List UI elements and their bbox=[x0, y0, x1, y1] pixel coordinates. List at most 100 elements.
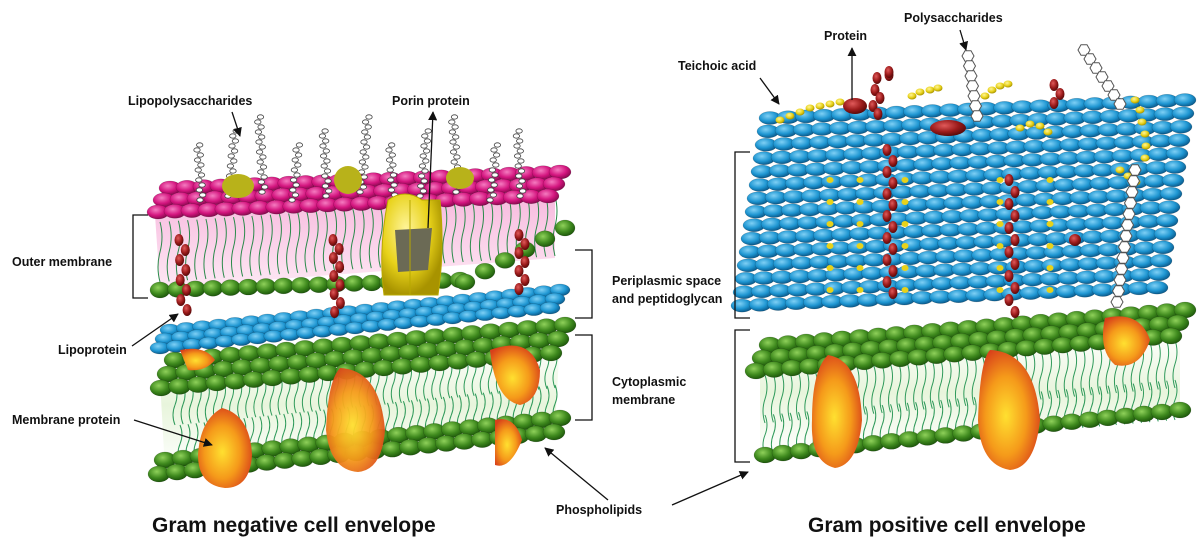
lps-sugar-bead bbox=[418, 184, 424, 188]
lps-sugar-bead bbox=[229, 144, 235, 148]
lipoprotein-bead bbox=[181, 244, 190, 256]
teichoic-bead bbox=[827, 243, 834, 249]
label-phospholipids: Phospholipids bbox=[556, 503, 642, 517]
lps-sugar-bead bbox=[361, 140, 367, 144]
lps-sugar-bead bbox=[516, 184, 522, 188]
lps-sugar-bead bbox=[454, 155, 460, 159]
lps-sugar-bead bbox=[422, 134, 428, 138]
lps-sugar-bead bbox=[258, 125, 264, 129]
lps-sugar-bead bbox=[363, 155, 369, 159]
lps-sugar-bead bbox=[389, 143, 395, 147]
lps-sugar-bead bbox=[364, 135, 370, 139]
lps-sugar-bead bbox=[231, 149, 237, 153]
lps-sugar-bead bbox=[520, 189, 526, 193]
wall-protein-bead bbox=[1011, 186, 1020, 198]
wall-protein-bead bbox=[883, 232, 892, 244]
teichoic-bead bbox=[827, 199, 834, 205]
lps-sugar-bead bbox=[291, 168, 297, 172]
lps-sugar-bead bbox=[419, 164, 425, 168]
lps-sugar-bead bbox=[425, 129, 431, 133]
lps-sugar-bead bbox=[487, 198, 493, 202]
lps-sugar-bead bbox=[449, 130, 455, 134]
lps-head bbox=[537, 189, 559, 203]
peptidoglycan-unit bbox=[1172, 107, 1194, 120]
teichoic-bead bbox=[997, 287, 1004, 293]
teichoic-bead bbox=[1036, 123, 1045, 130]
lps-sugar-bead bbox=[451, 160, 457, 164]
lipoprotein-bead bbox=[183, 304, 192, 316]
wall-protein-lump bbox=[930, 120, 966, 136]
outer-protein-lump bbox=[334, 166, 362, 194]
peptidoglycan-unit bbox=[1156, 214, 1178, 227]
teichoic-bead bbox=[1141, 131, 1150, 138]
peptidoglycan-unit bbox=[1162, 174, 1184, 187]
peptidoglycan-unit bbox=[1170, 120, 1192, 133]
teichoic-bead bbox=[806, 105, 815, 112]
lps-sugar-bead bbox=[420, 189, 426, 193]
label-teichoic-acid: Teichoic acid bbox=[678, 59, 756, 73]
peptidoglycan-unit bbox=[540, 302, 560, 314]
teichoic-bead bbox=[1138, 119, 1147, 126]
teichoic-bead bbox=[1047, 199, 1054, 205]
arrow-polysaccharides bbox=[960, 30, 966, 50]
teichoic-bead bbox=[827, 265, 834, 271]
lps-sugar-bead bbox=[518, 159, 524, 163]
teichoic-bead bbox=[776, 117, 785, 124]
lps-sugar-bead bbox=[260, 155, 266, 159]
teichoic-bead bbox=[1016, 125, 1025, 132]
phospholipid-head bbox=[238, 279, 258, 295]
polysaccharide-unit bbox=[962, 51, 974, 61]
lps-sugar-bead bbox=[199, 183, 205, 187]
peptidoglycan-unit bbox=[1164, 161, 1186, 174]
lps-sugar-bead bbox=[514, 144, 520, 148]
lps-sugar-bead bbox=[494, 143, 500, 147]
polysaccharide-unit bbox=[1129, 165, 1141, 175]
polysaccharide-unit bbox=[970, 101, 982, 111]
teichoic-bead bbox=[1044, 129, 1053, 136]
lps-sugar-bead bbox=[491, 148, 497, 152]
phospholipid-head bbox=[554, 317, 576, 333]
teichoic-bead bbox=[902, 177, 909, 183]
lps-sugar-bead bbox=[453, 135, 459, 139]
lps-sugar-bead bbox=[324, 169, 330, 173]
lps-sugar-bead bbox=[423, 149, 429, 153]
lipoprotein-bead bbox=[175, 234, 184, 246]
teichoic-bead bbox=[1026, 121, 1035, 128]
lps-sugar-bead bbox=[294, 173, 300, 177]
lps-sugar-bead bbox=[259, 145, 265, 149]
lps-sugar-bead bbox=[198, 173, 204, 177]
lps-sugar-bead bbox=[255, 120, 261, 124]
teichoic-bead bbox=[857, 265, 864, 271]
wall-protein-bead bbox=[1011, 306, 1020, 318]
porin-protein bbox=[382, 194, 442, 295]
lps-sugar-bead bbox=[357, 190, 363, 194]
lps-sugar-bead bbox=[387, 168, 393, 172]
lps-sugar-bead bbox=[259, 135, 265, 139]
wall-protein-bead bbox=[889, 221, 898, 233]
polysaccharide-unit bbox=[1128, 176, 1140, 186]
wall-protein-bead bbox=[889, 265, 898, 277]
teichoic-bead bbox=[786, 113, 795, 120]
peptidoglycan-unit bbox=[1146, 281, 1168, 294]
teichoic-bead bbox=[996, 83, 1005, 90]
wall-protein-bead bbox=[883, 254, 892, 266]
polysaccharide-unit bbox=[1122, 220, 1134, 230]
polysaccharide-unit bbox=[1114, 99, 1126, 109]
phospholipid-head bbox=[555, 220, 575, 236]
lps-sugar-bead bbox=[323, 139, 329, 143]
polysaccharide-unit bbox=[1113, 286, 1125, 296]
lps-sugar-bead bbox=[292, 158, 298, 162]
teichoic-bead bbox=[826, 101, 835, 108]
lps-sugar-bead bbox=[295, 153, 301, 157]
lps-sugar-bead bbox=[491, 183, 497, 187]
wall-protein-bead bbox=[883, 144, 892, 156]
wall-protein-bead bbox=[883, 276, 892, 288]
lps-sugar-bead bbox=[319, 134, 325, 138]
label-lipopolysaccharides: Lipopolysaccharides bbox=[128, 94, 252, 108]
gram-positive-diagram bbox=[731, 45, 1196, 470]
lps-sugar-bead bbox=[322, 184, 328, 188]
label-porin-protein: Porin protein bbox=[392, 94, 470, 108]
lps-sugar-bead bbox=[421, 144, 427, 148]
lps-sugar-bead bbox=[418, 174, 424, 178]
lps-sugar-bead bbox=[321, 164, 327, 168]
